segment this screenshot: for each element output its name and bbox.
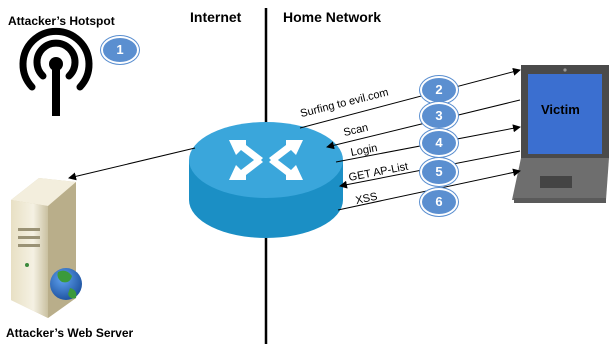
router-icon <box>189 122 343 238</box>
step-6-badge: 6 <box>420 188 458 216</box>
step-1-badge: 1 <box>101 36 139 64</box>
victim-label: Victim <box>541 102 580 117</box>
hotspot-label: Attacker’s Hotspot <box>8 14 115 28</box>
step-5-badge: 5 <box>420 158 458 186</box>
web-server-label: Attacker’s Web Server <box>6 326 134 340</box>
home-network-label: Home Network <box>283 9 382 25</box>
laptop-icon <box>512 65 609 203</box>
step-4-badge: 4 <box>420 129 458 157</box>
internet-label: Internet <box>190 9 242 25</box>
line-step2 <box>299 67 521 129</box>
step-3-badge: 3 <box>420 102 458 130</box>
step-2-badge: 2 <box>420 76 458 104</box>
line-router-to-server <box>68 147 196 181</box>
server-icon <box>11 178 82 318</box>
hotspot-icon <box>19 27 93 116</box>
